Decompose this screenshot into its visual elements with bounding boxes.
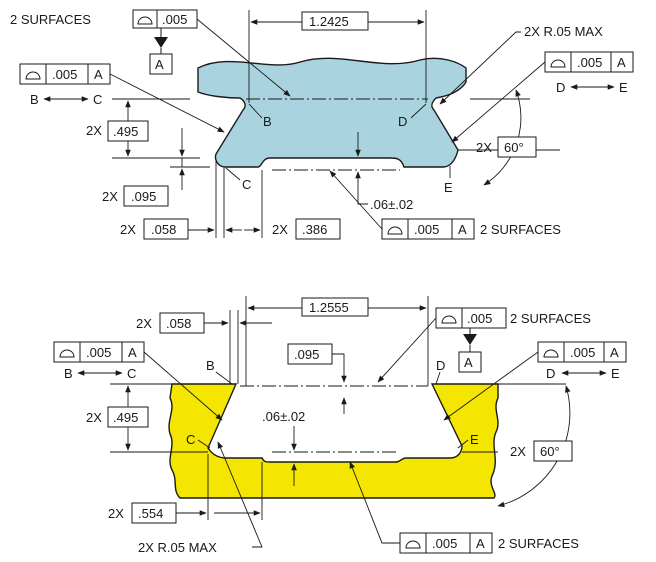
prefix-2x: 2X: [476, 140, 492, 155]
label-e: E: [444, 180, 453, 195]
top-dim-095: .095: [131, 189, 156, 204]
label-d: D: [398, 114, 407, 129]
top-dim-495: .495: [113, 124, 138, 139]
label-b: B: [206, 358, 215, 373]
profile-of-surface-icon: [550, 59, 566, 68]
top-profile-tol: .005: [162, 12, 187, 27]
top-view: 2 SURFACES .005 A 1.2425 2X R.05 MAX: [10, 9, 634, 240]
fcf-tol: .005: [414, 222, 439, 237]
bottom-fcf-bottom: .005 A 2 SURFACES: [399, 532, 579, 554]
fcf-tol: .005: [577, 55, 602, 70]
top-angle: 60°: [504, 140, 524, 155]
profile-of-surface-icon: [59, 349, 75, 358]
bottom-angle: 60°: [540, 444, 560, 459]
fcf-datum: A: [476, 536, 485, 551]
prefix-2x: 2X: [120, 222, 136, 237]
fcf-datum: A: [94, 67, 103, 82]
between-from: D: [556, 80, 565, 95]
fcf-tol: .005: [52, 67, 77, 82]
bottom-view: 1.2555 2X .058 .005 2 SURFACES A .095: [53, 296, 627, 555]
top-radius-note: 2X R.05 MAX: [524, 24, 603, 39]
fcf-tol: .005: [467, 311, 492, 326]
profile-of-surface-icon: [137, 16, 153, 25]
top-fcf-bottom: .005 A 2 SURFACES: [381, 218, 561, 240]
fcf-note: 2 SURFACES: [480, 222, 561, 237]
between-to: E: [611, 366, 620, 381]
bottom-datum-a: A: [464, 355, 473, 370]
bottom-fcf-left: .005 A: [53, 341, 145, 363]
bottom-dim-058: .058: [166, 316, 191, 331]
label-c: C: [242, 177, 251, 192]
top-fcf-profile-top: .005: [132, 9, 198, 29]
datum-triangle-icon: [463, 334, 477, 345]
fcf-datum: A: [610, 345, 619, 360]
top-dim-058: .058: [151, 222, 176, 237]
profile-of-surface-icon: [543, 349, 559, 358]
between-to: C: [127, 366, 136, 381]
fcf-tol: .005: [86, 345, 111, 360]
bottom-dim-095: .095: [294, 347, 319, 362]
top-datum-a: A: [155, 57, 164, 72]
prefix-2x: 2X: [86, 123, 102, 138]
fcf-datum: A: [458, 222, 467, 237]
bottom-depth-note: .06±.02: [262, 409, 305, 424]
prefix-2x: 2X: [86, 410, 102, 425]
between-from: B: [64, 366, 73, 381]
bottom-fcf-right: .005 A: [537, 341, 627, 363]
bottom-dim-554: .554: [138, 506, 163, 521]
label-e: E: [470, 432, 479, 447]
between-to: E: [619, 80, 628, 95]
prefix-2x: 2X: [510, 444, 526, 459]
top-depth-note: .06±.02: [370, 197, 413, 212]
profile-of-surface-icon: [405, 540, 421, 549]
profile-of-surface-icon: [25, 71, 41, 80]
fcf-datum: A: [617, 55, 626, 70]
top-fcf-right: .005 A: [544, 51, 634, 73]
top-width-dim: 1.2425: [309, 14, 349, 29]
datum-triangle-icon: [154, 37, 168, 48]
between-from: D: [546, 366, 555, 381]
prefix-2x: 2X: [102, 189, 118, 204]
prefix-2x: 2X: [108, 506, 124, 521]
prefix-2x: 2X: [136, 316, 152, 331]
top-fcf-left: .005 A: [19, 63, 111, 85]
bottom-part-shape: [168, 383, 499, 499]
fcf-datum: A: [128, 345, 137, 360]
prefix-2x: 2X: [272, 222, 288, 237]
top-dim-386: .386: [302, 222, 327, 237]
bottom-fcf-top: .005 2 SURFACES: [435, 307, 591, 329]
bottom-width-dim: 1.2555: [309, 300, 349, 315]
label-d: D: [436, 358, 445, 373]
label-b: B: [263, 114, 272, 129]
between-to: C: [93, 92, 102, 107]
top-part-shape: [197, 57, 467, 168]
fcf-note: 2 SURFACES: [510, 311, 591, 326]
fcf-tol: .005: [432, 536, 457, 551]
label-c: C: [186, 432, 195, 447]
profile-of-surface-icon: [441, 315, 457, 324]
profile-of-surface-icon: [387, 226, 403, 235]
bottom-dim-495: .495: [113, 410, 138, 425]
fcf-tol: .005: [570, 345, 595, 360]
bottom-radius-note: 2X R.05 MAX: [138, 540, 217, 555]
between-from: B: [30, 92, 39, 107]
fcf-note: 2 SURFACES: [498, 536, 579, 551]
top-surfaces-note: 2 SURFACES: [10, 12, 91, 27]
